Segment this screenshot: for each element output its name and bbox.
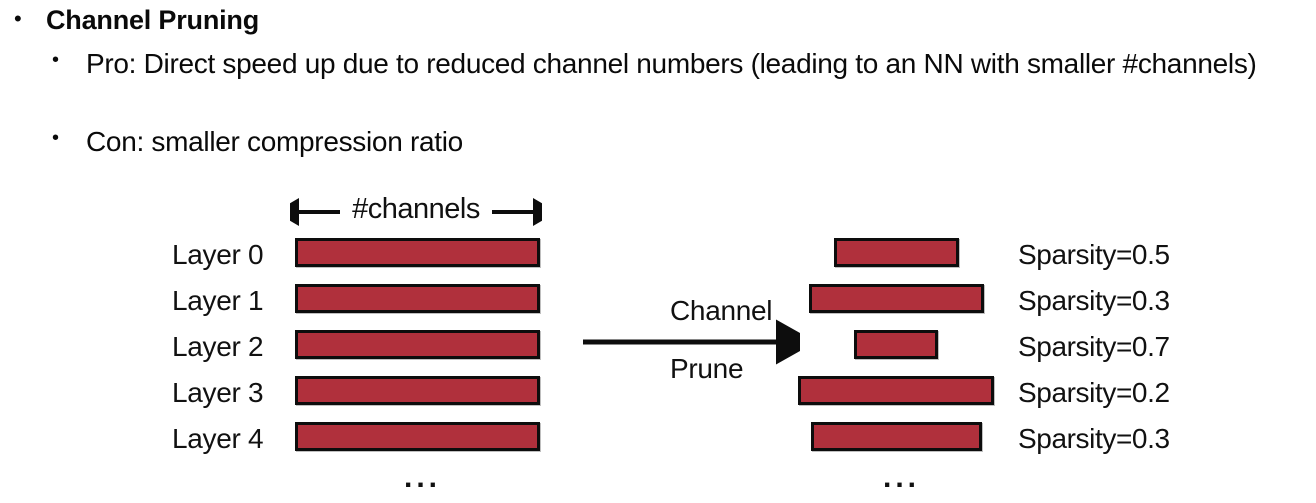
ellipsis-right: ...	[883, 461, 921, 494]
layer-label-0: Layer 0	[172, 239, 264, 270]
sparsity-label-0: Sparsity=0.5	[1018, 239, 1170, 270]
channel-prune-transform: Channel Prune	[580, 296, 800, 388]
sparsity-label-4: Sparsity=0.3	[1018, 423, 1170, 454]
bullet-item-title: • Channel Pruning	[14, 4, 714, 37]
page-title: Channel Pruning	[46, 5, 260, 35]
layer-label-4: Layer 4	[172, 423, 264, 454]
layer-label-1: Layer 1	[172, 285, 264, 316]
prune-label-top: Channel	[670, 295, 773, 326]
sparsity-label-2: Sparsity=0.7	[1018, 331, 1170, 362]
original-bar-layer-2	[295, 330, 540, 359]
ellipsis-left: ...	[404, 461, 442, 494]
channels-measure-arrow: #channels	[275, 193, 557, 229]
layer-label-2: Layer 2	[172, 331, 264, 362]
bullet-dot-icon: •	[52, 127, 60, 149]
sparsity-label-3: Sparsity=0.2	[1018, 377, 1170, 408]
layer-label-3: Layer 3	[172, 377, 264, 408]
channels-measure-label: #channels	[340, 193, 492, 225]
original-bar-layer-1	[295, 284, 540, 313]
pruned-bar-layer-4	[811, 422, 982, 451]
pruned-bar-layer-2	[854, 330, 938, 359]
prune-label-bottom: Prune	[670, 353, 744, 384]
pruned-bar-layer-3	[798, 376, 994, 405]
bullet-dot-icon: •	[52, 49, 60, 71]
bullet-item-pro: • Pro: Direct speed up due to reduced ch…	[52, 44, 1314, 83]
bullet-dot-icon: •	[14, 6, 22, 31]
bullet-item-con: • Con: smaller compression ratio	[52, 122, 1314, 161]
original-bar-layer-0	[295, 238, 540, 267]
pruned-bar-layer-1	[809, 284, 984, 313]
sparsity-label-1: Sparsity=0.3	[1018, 285, 1170, 316]
original-bar-layer-4	[295, 422, 540, 451]
bullet-text-con: Con: smaller compression ratio	[86, 126, 463, 157]
original-bar-layer-3	[295, 376, 540, 405]
pruned-bar-layer-0	[834, 238, 959, 267]
right-arrow-icon	[583, 319, 800, 365]
bullet-text-pro: Pro: Direct speed up due to reduced chan…	[86, 48, 1257, 79]
